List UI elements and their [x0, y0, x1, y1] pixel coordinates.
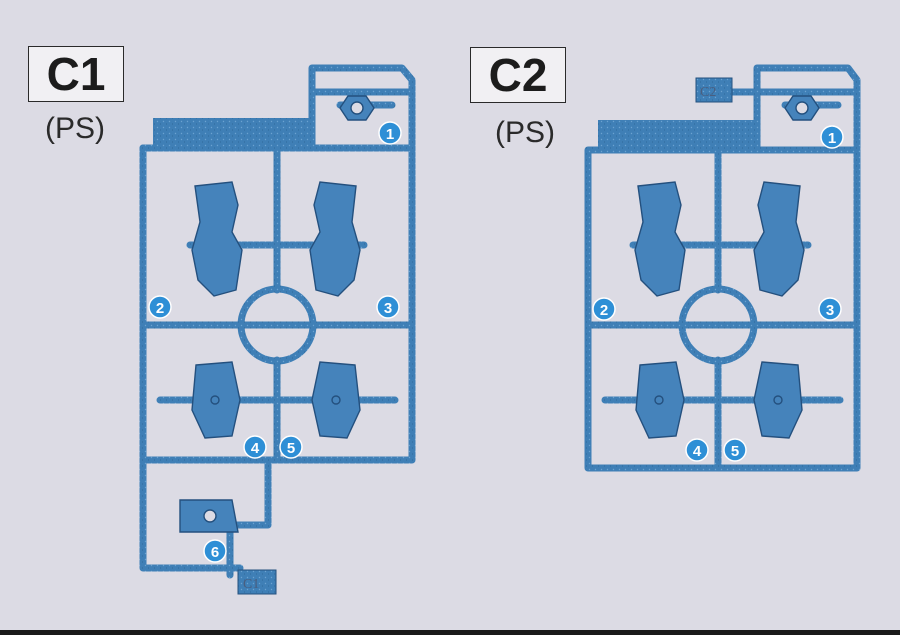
part-c1-3-upper	[309, 181, 361, 297]
part-c1-5-part	[311, 361, 361, 439]
c2-badge-5-label: 5	[731, 443, 739, 460]
c1-badge-6	[203, 539, 227, 563]
c1-badge-5	[279, 435, 303, 459]
runner-c2-frame	[584, 146, 861, 472]
c1-badge-3	[376, 295, 400, 319]
runner-c2-tag-text: C2	[700, 85, 716, 100]
c1-badge-4	[243, 435, 267, 459]
part-c2-2-upper	[634, 181, 686, 297]
runner-c2-ring	[678, 285, 758, 365]
part-c2-4-detail	[654, 395, 664, 405]
runner-c1-frame-left	[139, 144, 244, 572]
c1-badge-3-label: 3	[384, 300, 392, 317]
c1-badge-6-label: 6	[211, 544, 219, 561]
runner-c1-slab	[153, 118, 313, 148]
c1-badge-2	[148, 295, 172, 319]
part-c1-5-detail	[331, 395, 341, 405]
c2-badge-4-label: 4	[693, 443, 702, 460]
part-c1-1-hole	[350, 101, 364, 115]
part-c1-4-detail	[210, 395, 220, 405]
bottom-edge-bar	[0, 630, 900, 635]
runner-c1-material: (PS)	[45, 112, 105, 145]
c1-badge-2-label: 2	[156, 300, 164, 317]
runner-c1-label: C1	[28, 46, 124, 102]
runner-c1-ring	[237, 285, 317, 365]
runner-c1-frame-bottom	[226, 456, 272, 579]
part-c2-5-part	[753, 361, 803, 439]
c2-badge-2-label: 2	[600, 302, 608, 319]
c2-badge-2	[592, 297, 616, 321]
part-c2-1-hole	[795, 101, 809, 115]
c2-number-badges: 1 2 3 4 5	[592, 125, 844, 462]
c2-badge-5	[723, 438, 747, 462]
runner-c2-label: C2	[470, 47, 566, 103]
runner-c1-tag-text: C1	[243, 577, 259, 592]
c2-badge-3-label: 3	[826, 302, 834, 319]
runner-c2-slab	[598, 120, 758, 150]
c1-number-badges: 1 2 3 4 5 6	[148, 121, 402, 563]
part-c2-5-detail	[773, 395, 783, 405]
part-c1-2-upper	[191, 181, 243, 297]
runner-c2-material: (PS)	[495, 116, 555, 149]
part-c1-6-hole	[203, 509, 217, 523]
part-c1-4-part	[191, 361, 241, 439]
c2-badge-3	[818, 297, 842, 321]
part-c2-4-part	[635, 361, 685, 439]
c1-badge-4-label: 4	[251, 440, 260, 457]
c1-badge-1-label: 1	[386, 126, 394, 143]
runner-c1-tag	[237, 569, 277, 595]
c1-badge-5-label: 5	[287, 440, 295, 457]
c1-badge-1	[378, 121, 402, 145]
c2-badge-1	[820, 125, 844, 149]
c2-badge-1-label: 1	[828, 130, 836, 147]
runner-c2-tag	[695, 77, 733, 103]
part-c2-3-upper	[753, 181, 805, 297]
c2-badge-4	[685, 438, 709, 462]
